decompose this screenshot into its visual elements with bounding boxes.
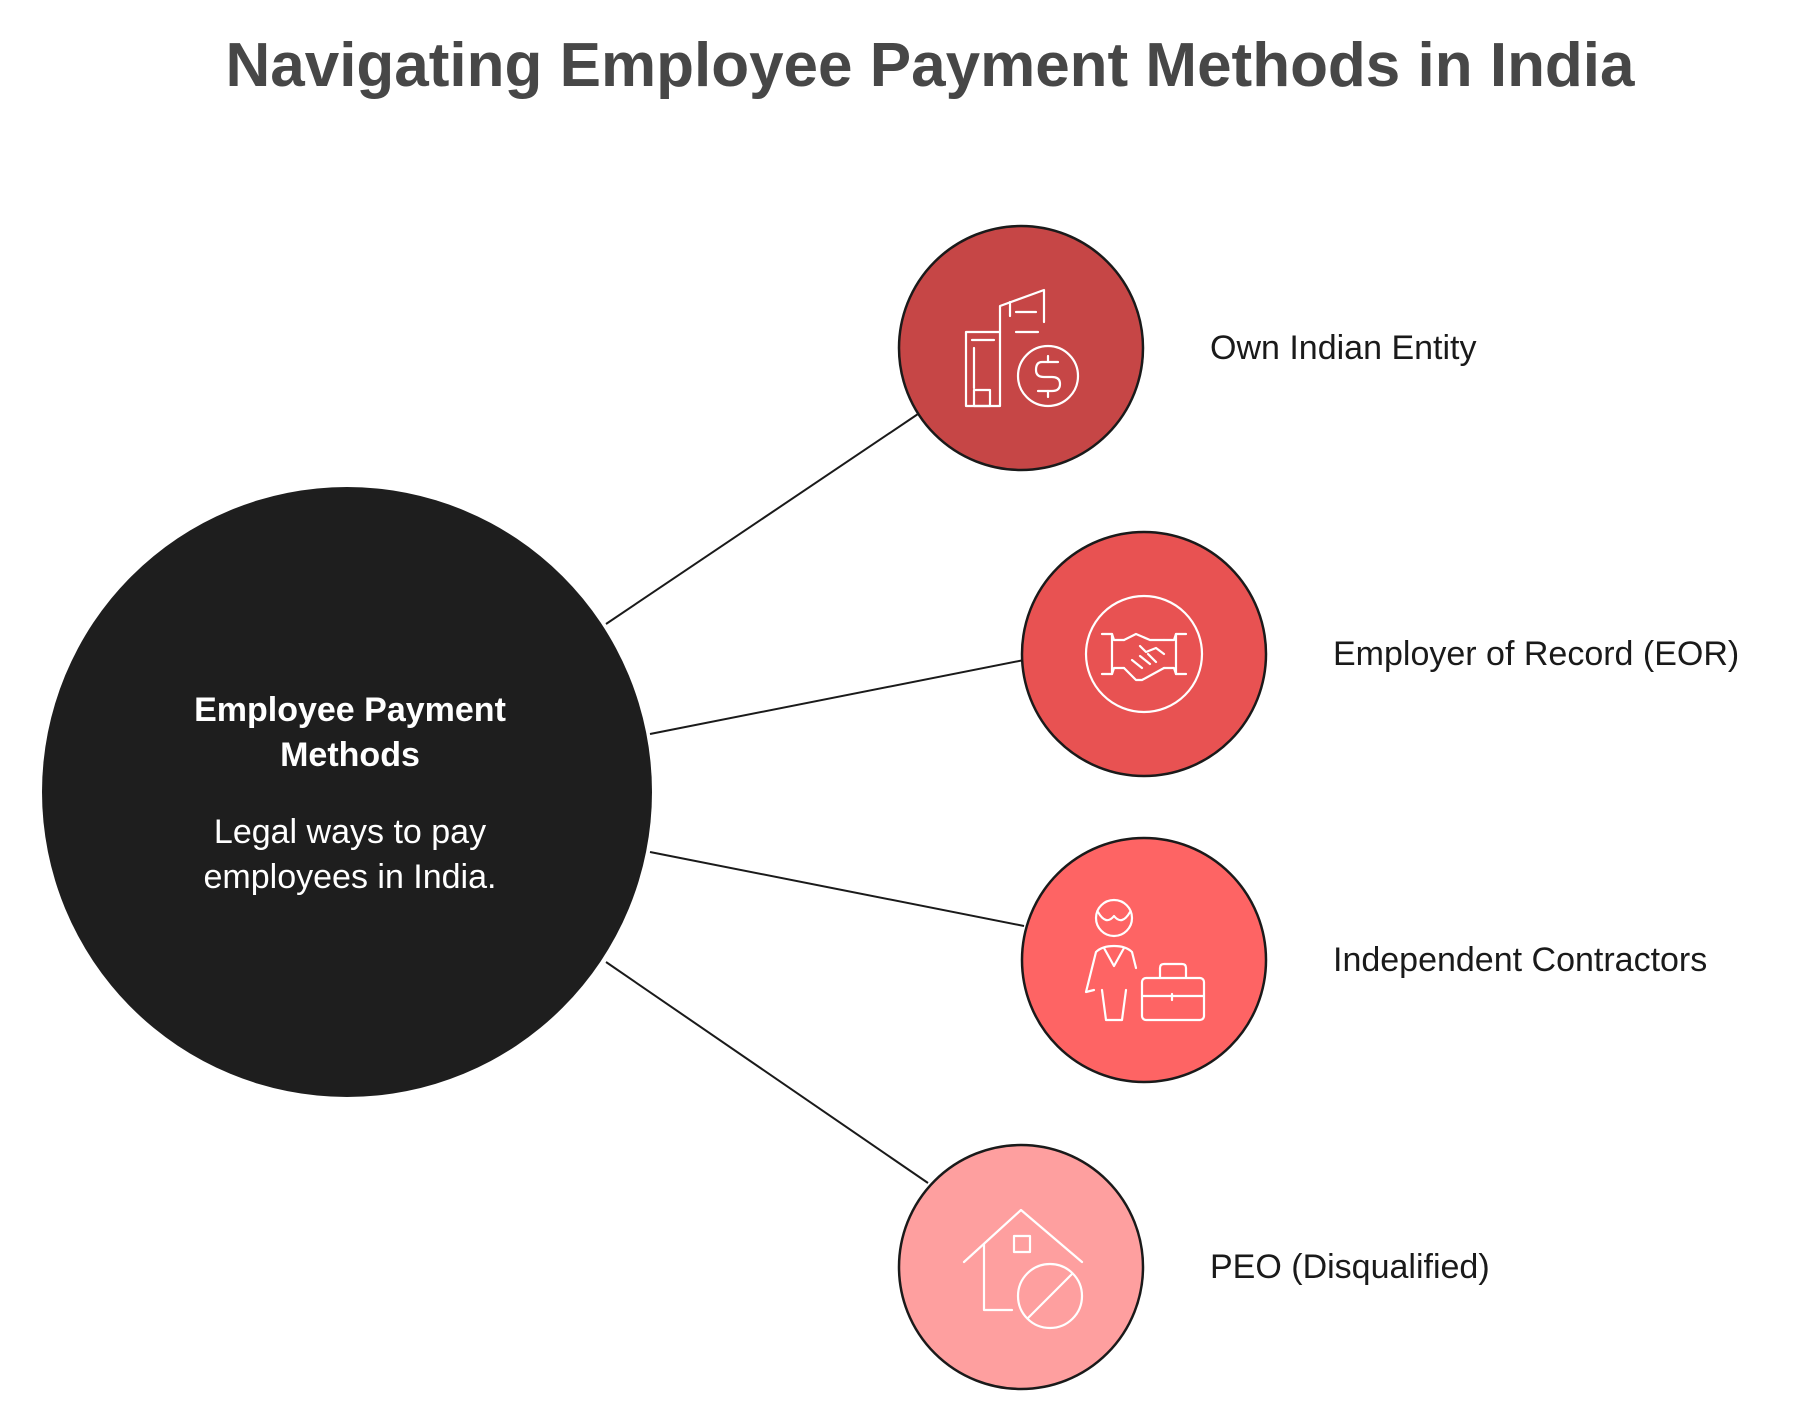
connector-line-3 — [649, 851, 1025, 927]
branch-label-own-indian-entity: Own Indian Entity — [1210, 329, 1477, 367]
branch-circle-eor — [1020, 530, 1268, 778]
connector-line-1 — [605, 413, 919, 625]
branch-circle-own-indian-entity — [897, 224, 1145, 472]
page-title: Navigating Employee Payment Methods in I… — [225, 31, 1635, 100]
branch-label-eor: Employer of Record (EOR) — [1333, 635, 1740, 673]
building-dollar-icon — [964, 288, 1080, 408]
connector-line-4 — [605, 961, 929, 1184]
connector-line-2 — [649, 659, 1025, 735]
house-prohibited-icon — [962, 1208, 1084, 1330]
branch-label-peo: PEO (Disqualified) — [1210, 1248, 1490, 1286]
branch-label-independent-contractors: Independent Contractors — [1333, 941, 1708, 979]
handshake-icon — [1084, 594, 1204, 714]
person-briefcase-icon — [1084, 898, 1206, 1022]
center-description: Legal ways to pay employees in India. — [203, 813, 497, 896]
center-circle — [42, 487, 652, 1097]
branch-circle-independent-contractors — [1020, 836, 1268, 1084]
branch-circle-peo — [897, 1143, 1145, 1391]
center-title: Employee Payment Methods — [194, 691, 506, 774]
